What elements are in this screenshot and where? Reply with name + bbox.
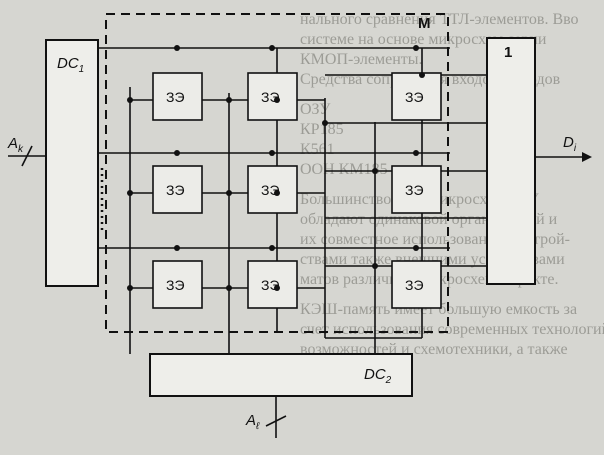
junction-dot bbox=[274, 97, 280, 103]
junction-dot bbox=[372, 168, 378, 174]
junction-dot bbox=[274, 190, 280, 196]
al-bus-slash bbox=[265, 415, 287, 427]
junction-dot bbox=[226, 285, 232, 291]
background-text-line: КР185 bbox=[300, 121, 344, 138]
junction-dot bbox=[322, 120, 328, 126]
storage-cell-label: ЗЭ bbox=[166, 182, 185, 198]
junction-dot bbox=[274, 285, 280, 291]
dc2-label: DC2 bbox=[364, 366, 392, 386]
junction-dot bbox=[269, 150, 275, 156]
storage-cell bbox=[152, 165, 203, 214]
storage-cell bbox=[391, 260, 442, 309]
storage-cell bbox=[247, 260, 298, 309]
storage-cell bbox=[391, 72, 442, 121]
junction-dot bbox=[419, 72, 425, 78]
junction-dot bbox=[413, 45, 419, 51]
background-text-line: нального сравнения ТТЛ-элементов. Вво bbox=[300, 11, 579, 28]
background-text-line: системе на основе микросхем серии bbox=[300, 31, 547, 48]
junction-dot bbox=[226, 97, 232, 103]
storage-cell bbox=[152, 72, 203, 121]
junction-dot bbox=[127, 97, 133, 103]
matrix-label: M bbox=[418, 15, 431, 32]
storage-cell bbox=[247, 72, 298, 121]
storage-cell bbox=[247, 165, 298, 214]
dc1-label: DC1 bbox=[57, 55, 84, 75]
junction-dots bbox=[127, 45, 425, 291]
junction-dot bbox=[174, 150, 180, 156]
junction-dot bbox=[269, 45, 275, 51]
ak-bus-slash bbox=[21, 145, 33, 167]
junction-dot bbox=[269, 245, 275, 251]
junction-dot bbox=[372, 263, 378, 269]
background-text-line: ОЗУ bbox=[300, 101, 331, 118]
junction-dot bbox=[174, 45, 180, 51]
ak-label: Ak bbox=[7, 135, 24, 155]
background-text-line: ООН КМ185 bbox=[300, 161, 388, 178]
di-label: Di bbox=[563, 134, 577, 154]
background-text-line: КЭШ-память имеет большую емкость за bbox=[300, 301, 578, 318]
junction-dot bbox=[127, 285, 133, 291]
storage-cell-label: ЗЭ bbox=[166, 89, 185, 105]
junction-dot bbox=[127, 190, 133, 196]
storage-cell bbox=[391, 165, 442, 214]
junction-dot bbox=[413, 245, 419, 251]
row-decoder-dc1 bbox=[45, 39, 99, 287]
storage-cell bbox=[152, 260, 203, 309]
junction-dot bbox=[226, 190, 232, 196]
storage-cell-label: ЗЭ bbox=[405, 89, 424, 105]
al-label: Aℓ bbox=[245, 412, 260, 432]
junction-dot bbox=[174, 245, 180, 251]
storage-cell-label: ЗЭ bbox=[405, 277, 424, 293]
junction-dot bbox=[413, 150, 419, 156]
background-text-line: счет использования современных технологи… bbox=[300, 321, 604, 338]
matrix-boundary bbox=[105, 13, 449, 333]
output-block bbox=[486, 37, 536, 285]
di-output-arrow bbox=[582, 152, 592, 162]
column-decoder-dc2 bbox=[149, 353, 413, 397]
storage-cell-label: ЗЭ bbox=[166, 277, 185, 293]
background-text-line: КМОП-элементы. bbox=[300, 51, 423, 68]
output-block-label: 1 bbox=[504, 44, 512, 61]
storage-cell-label: ЗЭ bbox=[405, 182, 424, 198]
